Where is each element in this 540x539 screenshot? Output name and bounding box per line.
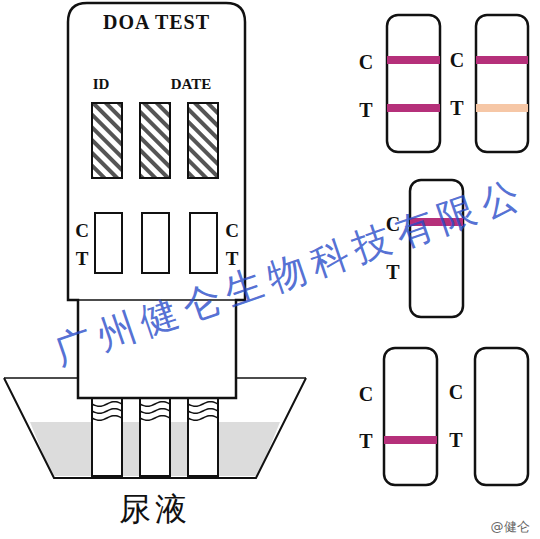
test-mark: T (226, 249, 239, 268)
control-mark: C (225, 221, 239, 240)
sample-label: 尿液 (66, 490, 244, 528)
cassette-title: DOA TEST (64, 10, 249, 34)
test-mark: T (449, 430, 462, 450)
control-mark: C (359, 384, 373, 404)
result-windows (95, 213, 217, 273)
control-mark: C (450, 50, 464, 70)
test-cassette: DOA TEST (64, 10, 249, 50)
test-mark: T (359, 100, 372, 120)
control-mark: C (449, 382, 463, 402)
hatched-boxes (92, 103, 218, 178)
field-label: DATE (171, 77, 212, 92)
control-mark: C (359, 52, 373, 72)
control-mark: C (75, 221, 89, 240)
test-mark: T (386, 262, 399, 282)
test-mark: T (359, 431, 372, 451)
dip-strips (92, 396, 218, 476)
test-mark: T (76, 249, 89, 268)
test-mark: T (450, 98, 463, 118)
source-watermark: @健仑 (491, 520, 530, 533)
field-label: ID (93, 77, 110, 92)
urine-cup: 尿液 (66, 490, 244, 538)
